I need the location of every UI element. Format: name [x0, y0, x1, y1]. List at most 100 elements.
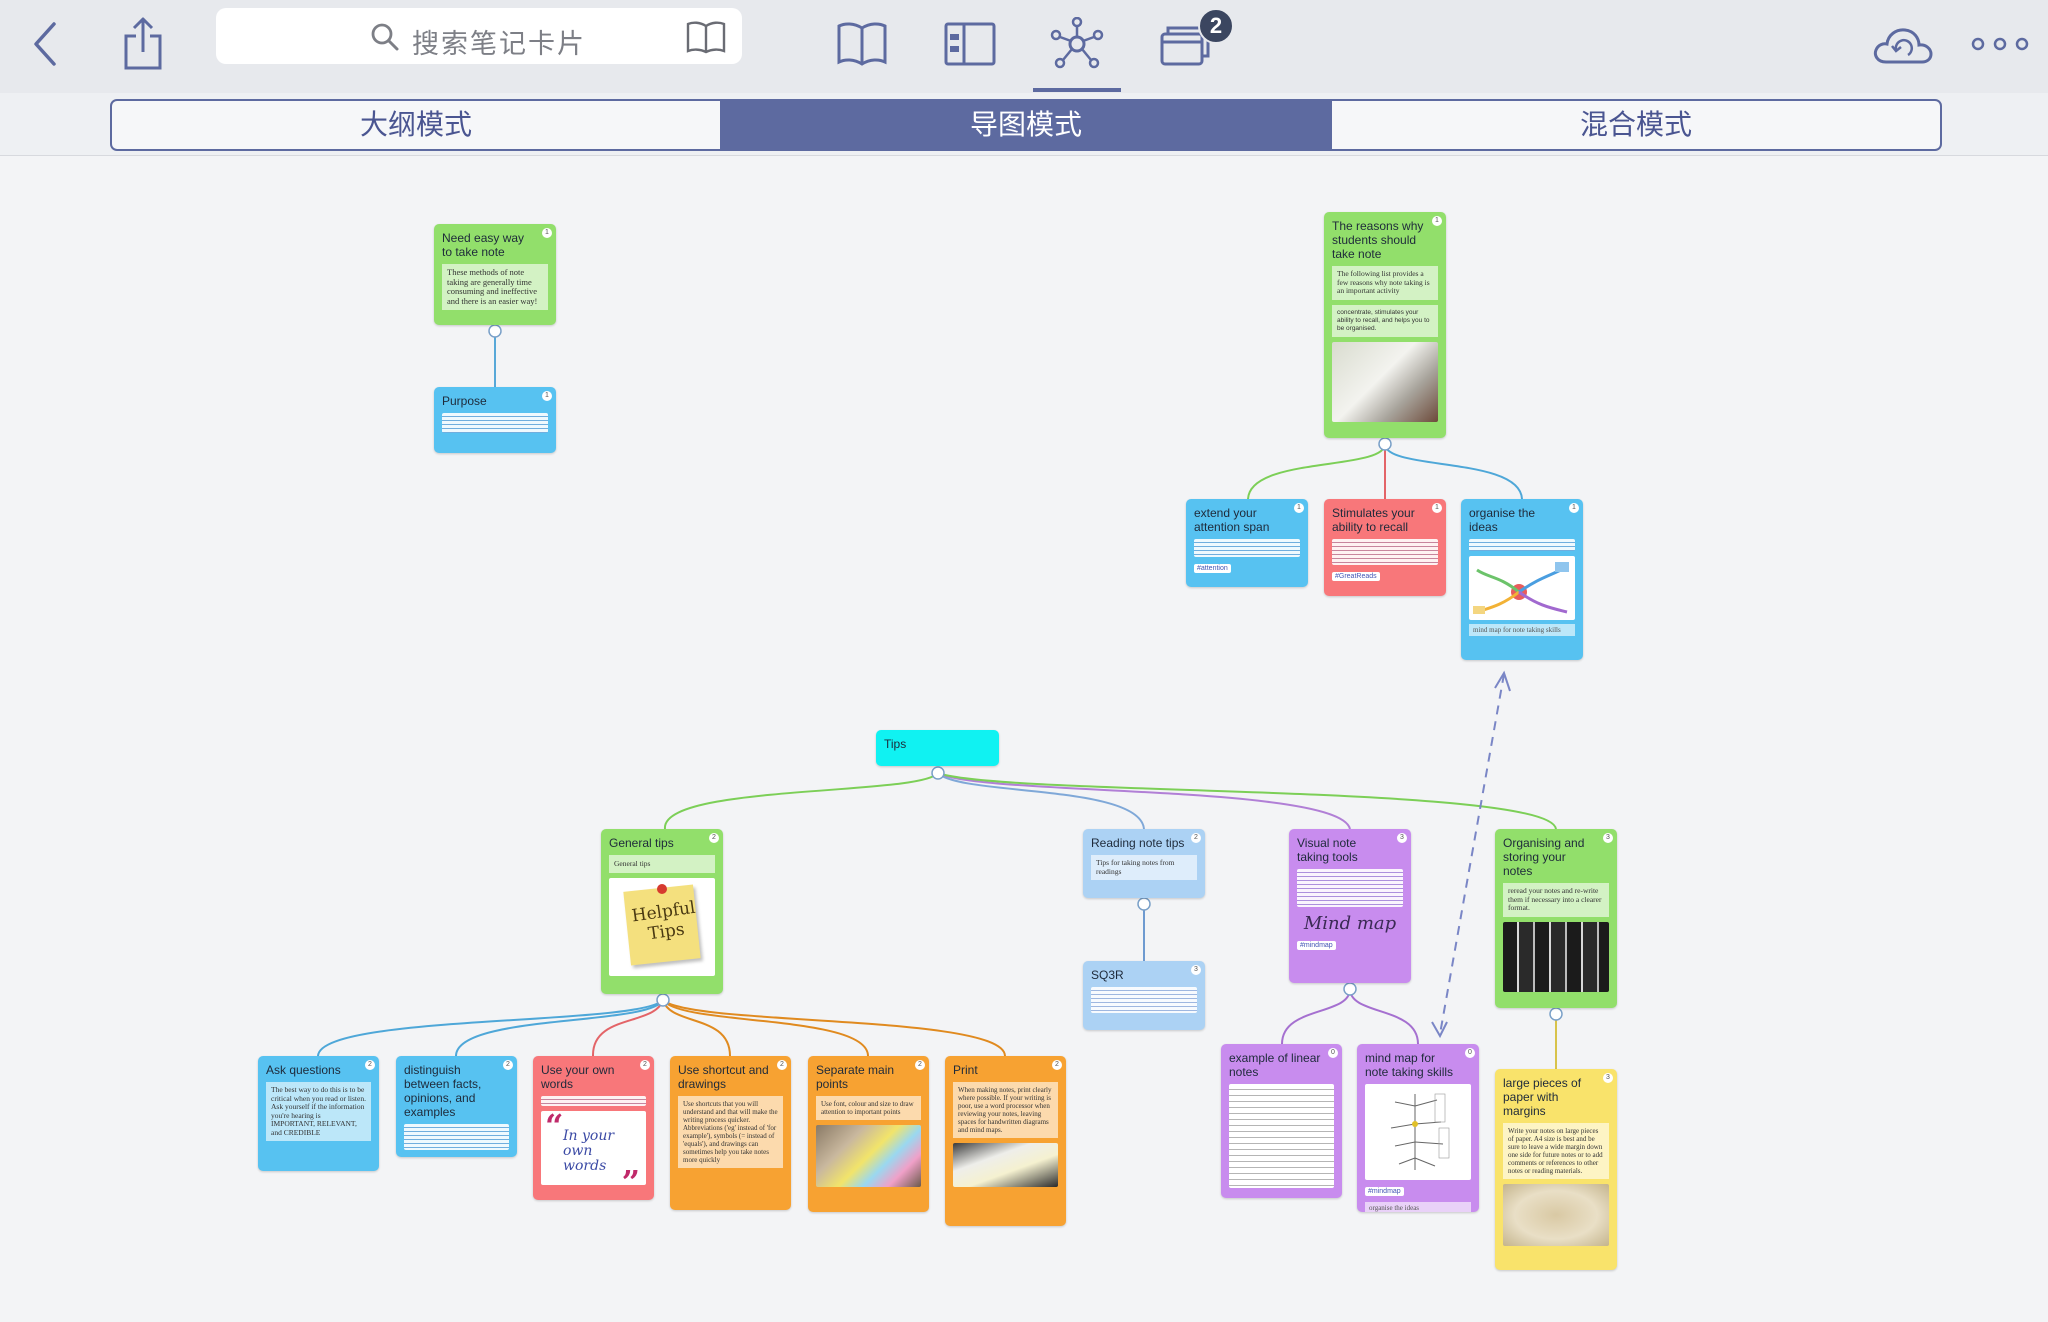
card-count: 3 — [1603, 833, 1613, 843]
card-count: 2 — [915, 1060, 925, 1070]
card-distinguish[interactable]: distinguish between facts, opinions, and… — [396, 1056, 517, 1157]
card-count: 1 — [1432, 216, 1442, 226]
card-count: 0 — [1328, 1048, 1338, 1058]
card-tag[interactable]: #mindmap — [1297, 941, 1336, 950]
card-reasons[interactable]: The reasons why students should take not… — [1324, 212, 1446, 438]
card-stimulates-recall[interactable]: Stimulates your ability to recall 1 #Gre… — [1324, 499, 1446, 596]
card-title: organise the ideas — [1469, 506, 1536, 534]
card-sq3r[interactable]: SQ3R 3 — [1083, 961, 1205, 1030]
card-body: reread your notes and re-write them if n… — [1503, 883, 1609, 917]
card-mindmap-skills[interactable]: mind map for note taking skills 0 #mindm… — [1357, 1044, 1479, 1212]
card-organise-ideas[interactable]: organise the ideas 1 mind map for note t… — [1461, 499, 1583, 660]
search-placeholder: 搜索笔记卡片 — [412, 29, 586, 60]
card-title: Reading note tips — [1091, 836, 1185, 850]
card-count: 3 — [1603, 1073, 1613, 1083]
handwritten-mindmap: Mind map — [1303, 913, 1397, 934]
card-photo — [1332, 341, 1438, 422]
book-icon[interactable] — [686, 20, 726, 54]
card-visual-tools[interactable]: Visual note taking tools 3 Mind map #min… — [1289, 829, 1411, 983]
open-book-icon[interactable] — [836, 20, 888, 68]
card-organising-storing[interactable]: Organising and storing your notes 3 rere… — [1495, 829, 1617, 1008]
card-body: Use shortcuts that you will understand a… — [678, 1096, 783, 1168]
card-title: mind map for note taking skills — [1365, 1051, 1454, 1079]
card-tips-root[interactable]: Tips — [876, 730, 999, 766]
card-extend-attention[interactable]: extend your attention span 1 #attention — [1186, 499, 1308, 587]
card-need-easy-way[interactable]: Need easy way to take note 1 These metho… — [434, 224, 556, 325]
mode-bar: 大纲模式 导图模式 混合模式 — [0, 93, 2048, 156]
card-count: 0 — [1465, 1048, 1475, 1058]
card-title: Purpose — [442, 394, 487, 408]
card-title: Ask questions — [266, 1063, 341, 1077]
card-count: 3 — [1397, 833, 1407, 843]
outline-icon[interactable] — [944, 22, 996, 66]
card-tag[interactable]: #mindmap — [1365, 1187, 1404, 1196]
card-own-words[interactable]: Use your own words 2 “ ” In your own wor… — [533, 1056, 654, 1200]
linear-notes-preview — [1229, 1084, 1334, 1188]
more-icon[interactable] — [1970, 36, 2030, 52]
card-body: The following list provides a few reason… — [1332, 266, 1438, 300]
card-purpose[interactable]: Purpose 1 — [434, 387, 556, 453]
card-large-paper[interactable]: large pieces of paper with margins 3 Wri… — [1495, 1069, 1617, 1270]
card-preview — [541, 1096, 646, 1106]
card-count: 2 — [1052, 1060, 1062, 1070]
card-shortcut-drawings[interactable]: Use shortcut and drawings 2 Use shortcut… — [670, 1056, 791, 1210]
card-title: SQ3R — [1091, 968, 1124, 982]
card-body: Tips for taking notes from readings — [1091, 855, 1197, 880]
card-preview — [1297, 869, 1403, 907]
card-body-2: concentrate, stimulates your ability to … — [1332, 304, 1438, 337]
card-count: 1 — [542, 391, 552, 401]
card-title: Use your own words — [541, 1063, 615, 1091]
mode-mindmap[interactable]: 导图模式 — [722, 101, 1332, 149]
card-preview — [1469, 539, 1575, 551]
card-count: 2 — [709, 833, 719, 843]
card-title: The reasons why students should take not… — [1332, 219, 1424, 261]
card-count: 2 — [365, 1060, 375, 1070]
card-count: 1 — [1569, 503, 1579, 513]
card-ask-questions[interactable]: Ask questions 2 The best way to do this … — [258, 1056, 379, 1171]
cloud-sync-icon[interactable] — [1872, 24, 1934, 66]
back-icon[interactable] — [30, 20, 60, 68]
card-body: The best way to do this is to be critica… — [266, 1082, 371, 1141]
card-count: 2 — [503, 1060, 513, 1070]
card-general-tips[interactable]: General tips 2 General tips Helpful Tips — [601, 829, 723, 994]
mindmap-canvas[interactable]: Need easy way to take note 1 These metho… — [0, 156, 2048, 1322]
mode-mixed[interactable]: 混合模式 — [1579, 108, 1692, 141]
quote-close-icon: ” — [621, 1163, 640, 1200]
card-title: Separate main points — [816, 1063, 895, 1091]
card-title: extend your attention span — [1194, 506, 1270, 534]
papers-photo — [953, 1143, 1058, 1187]
card-body: When making notes, print clearly where p… — [953, 1082, 1058, 1138]
card-title: example of linear notes — [1229, 1051, 1321, 1079]
card-link[interactable]: mind map for note taking skills — [1469, 624, 1575, 636]
old-map-photo — [1503, 1184, 1609, 1246]
card-tag[interactable]: #GreatReads — [1332, 572, 1380, 581]
card-linear-notes[interactable]: example of linear notes 0 — [1221, 1044, 1342, 1198]
card-tag[interactable]: #attention — [1194, 564, 1231, 573]
card-title: distinguish between facts, opinions, and… — [404, 1063, 482, 1119]
card-title: Tips — [884, 737, 907, 751]
search-icon — [371, 23, 399, 51]
card-preview — [442, 413, 548, 433]
quote-text: In your own words — [563, 1128, 615, 1174]
card-title: large pieces of paper with margins — [1503, 1076, 1582, 1118]
share-icon[interactable] — [122, 16, 164, 72]
card-preview — [1091, 987, 1197, 1013]
card-body: Write your notes on large pieces of pape… — [1503, 1123, 1609, 1179]
search-input[interactable]: 搜索笔记卡片 — [216, 8, 742, 64]
card-print[interactable]: Print 2 When making notes, print clearly… — [945, 1056, 1066, 1226]
card-separate-points[interactable]: Separate main points 2 Use font, colour … — [808, 1056, 929, 1212]
mode-outline[interactable]: 大纲模式 — [112, 101, 722, 149]
sticky-notes-photo — [816, 1125, 921, 1187]
connection-lines — [317, 324, 1563, 1069]
quote-open-icon: “ — [545, 1107, 564, 1145]
card-count: 1 — [1294, 503, 1304, 513]
card-link[interactable]: organise the ideas — [1365, 1202, 1471, 1212]
card-reading-tips[interactable]: Reading note tips 2 Tips for taking note… — [1083, 829, 1205, 898]
mindmap-tree-preview — [1365, 1084, 1471, 1180]
card-preview — [1194, 539, 1300, 557]
windows-badge: 2 — [1198, 8, 1234, 44]
card-count: 2 — [640, 1060, 650, 1070]
card-title: Stimulates your ability to recall — [1332, 506, 1415, 534]
card-count: 2 — [777, 1060, 787, 1070]
mindmap-icon[interactable] — [1050, 17, 1104, 71]
